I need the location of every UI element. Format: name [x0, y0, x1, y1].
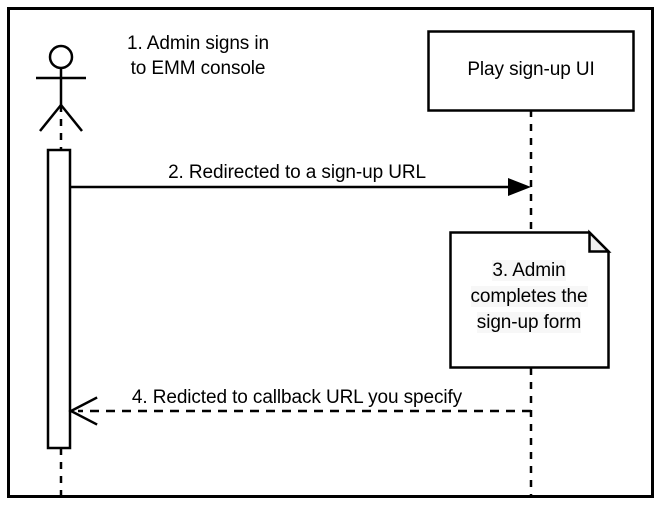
message-label-step1: 1. Admin signs in to EMM console [100, 31, 296, 81]
note-label-step3-line3: sign-up form [476, 312, 582, 333]
message-label-step4: 4. Redicted to callback URL you specify [131, 387, 463, 408]
note-label-step3-line1: 3. Admin [492, 260, 566, 281]
actor-activation-bar [46, 148, 72, 450]
actor-head-icon [48, 44, 74, 70]
participant-label-play-signup-ui: Play sign-up UI [467, 59, 595, 80]
participant-box-play-signup-ui [427, 30, 635, 112]
note-fold-corner-icon [588, 229, 612, 253]
message-label-step1-line1: 1. Admin signs in [127, 33, 269, 54]
message-label-step1-line2: to EMM console [130, 58, 266, 79]
note-label-step3-line2: completes the [470, 286, 588, 307]
message-label-step2: 2. Redirected to a sign-up URL [168, 162, 426, 183]
message-arrow-step2 [70, 178, 531, 196]
note-label-step3: 3. Admin completes the sign-up form [452, 258, 606, 336]
message-arrow-step4 [68, 396, 531, 426]
actor-left-leg-line [39, 104, 62, 132]
actor-right-leg-line [60, 104, 83, 132]
admin-actor-figure [36, 44, 86, 132]
message-arrow-step4-head [68, 396, 98, 426]
message-arrow-step2-head [508, 178, 531, 196]
